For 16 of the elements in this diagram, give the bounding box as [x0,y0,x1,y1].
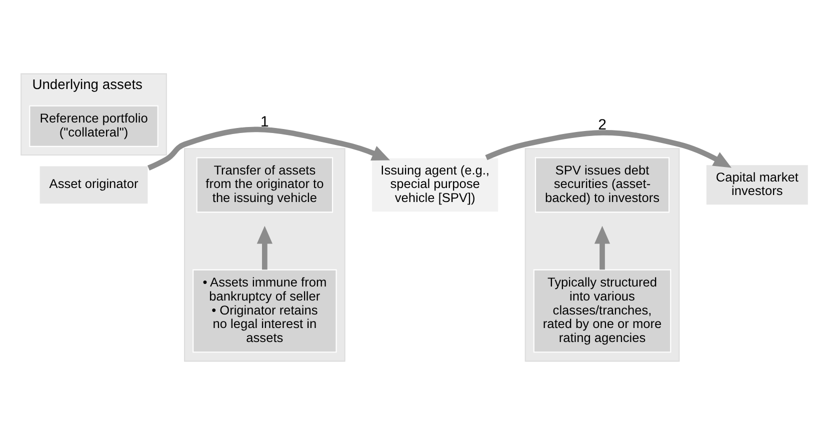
node-box: Capital market investors [705,164,809,206]
arrow [256,225,272,270]
cluster [524,148,680,362]
arrow [485,130,732,168]
edge-label: 1 [260,112,269,130]
node-box: Typically structured into various classes/tranches, rated by one or more rating agencies [533,268,672,352]
node-box: Asset originator [38,164,149,204]
cluster [184,148,346,362]
node-box: Transfer of assets from the originator to the issuing vehicle [196,156,334,212]
arrow [147,126,390,170]
node-box: Reference portfolio ("collateral") [29,104,158,146]
node-box: • Assets immune from bankruptcy of seller • Originator retains no legal interest in assets [192,268,337,352]
edge-label: 2 [598,116,606,134]
node-box: SPV issues debt securities (asset-backed) to investors [534,156,670,212]
arrow [594,225,610,270]
node-box: Issuing agent (e.g., special purpose vehicle [SPV]) [370,156,500,212]
